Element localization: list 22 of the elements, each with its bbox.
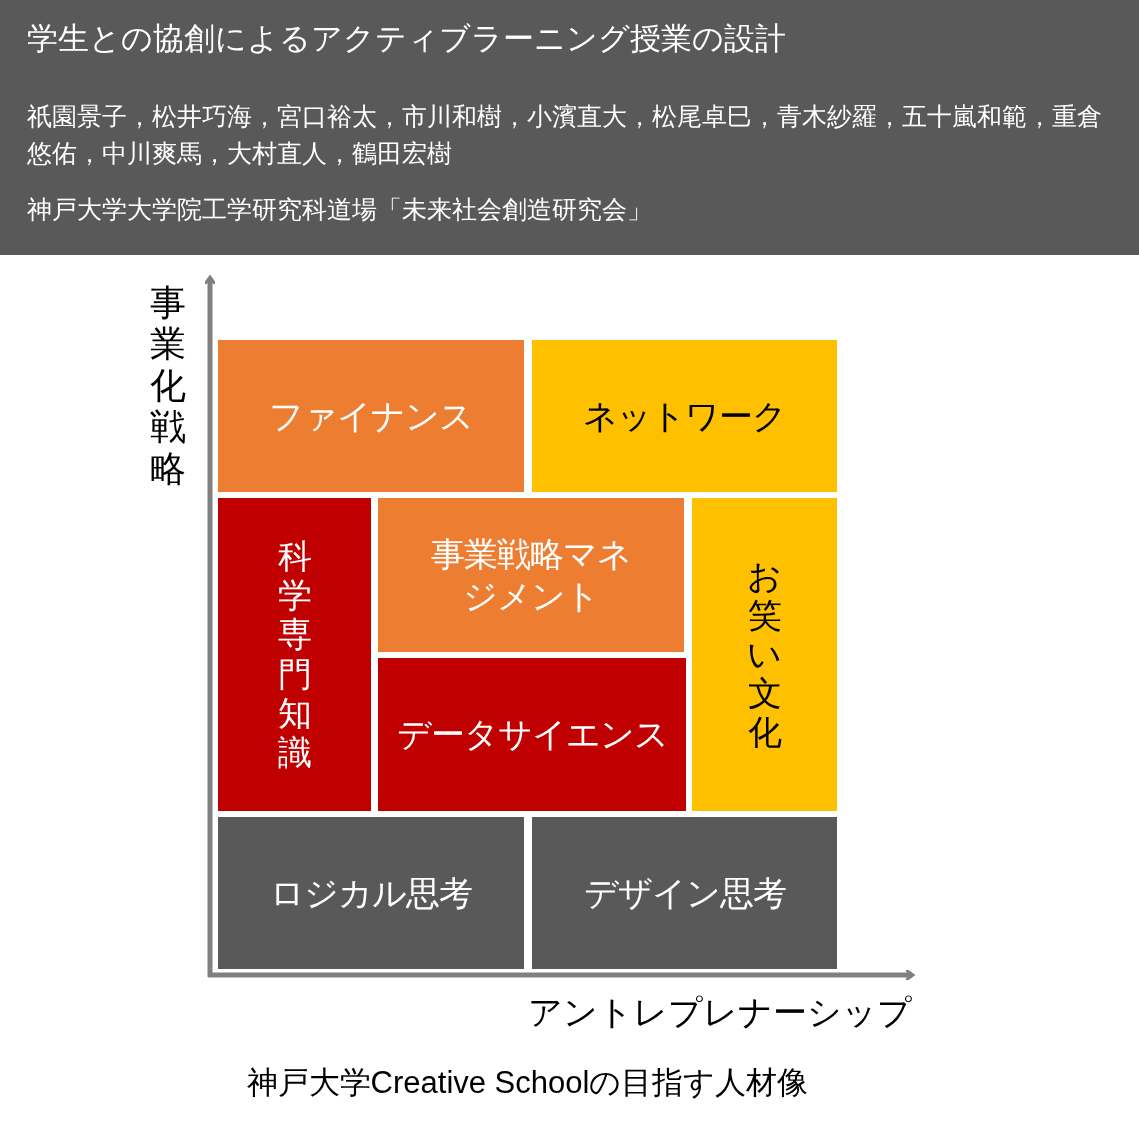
- block-label: ネットワーク: [583, 395, 786, 437]
- caption: 神戸大学Creative Schoolの目指す人材像: [245, 1064, 810, 1102]
- category-block: [378, 658, 686, 811]
- block-label: データサイエンス: [396, 714, 668, 756]
- block-label: 科学専門知識: [276, 537, 313, 772]
- category-block: [532, 340, 837, 492]
- block-label: ロジカル思考: [270, 872, 472, 914]
- affiliation-text: 神戸大学大学院工学研究科道場「未来社会創造研究会」: [27, 194, 652, 225]
- axis-label: アントレプレナーシップ: [528, 992, 912, 1033]
- category-block: [532, 817, 837, 969]
- title: 学生との協創によるアクティブラーニング授業の設計: [27, 20, 786, 58]
- category-block: [218, 340, 524, 492]
- author-list: 祇園景子，松井巧海，宮口裕太，市川和樹，小濱直大，松尾卓巳，青木紗羅，五十嵐和範，重倉悠佑，中川爽馬，大村直人，鶴田宏樹: [27, 98, 1117, 172]
- category-block: [218, 498, 371, 811]
- category-block: [378, 498, 684, 652]
- block-label: デザイン思考: [583, 872, 786, 914]
- block-label: 事業戦略マネジメント: [430, 533, 632, 617]
- block-label: お笑い文化: [746, 556, 783, 753]
- category-block: [218, 817, 524, 969]
- category-block: [692, 498, 837, 811]
- axis-label: 事業化戦略: [150, 282, 187, 489]
- block-label: ファイナンス: [269, 395, 473, 437]
